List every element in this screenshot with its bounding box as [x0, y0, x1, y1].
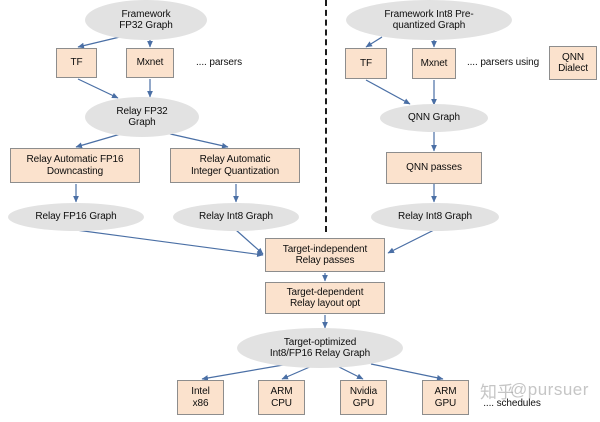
- edge-relay_fp32-to-auto_int8: [165, 132, 229, 149]
- node-label: Target-dependent Relay layout opt: [286, 286, 364, 310]
- edge-target_opt-to-arm_gpu: [370, 363, 444, 381]
- node-label: Nvidia GPU: [349, 386, 378, 409]
- edge-relay_int8_graph_r-to-target_indep: [387, 229, 435, 254]
- edge-tf_left-to-relay_fp32: [77, 78, 119, 99]
- node-relay_int8_graph_l[interactable]: Relay Int8 Graph: [173, 203, 299, 231]
- edge-target_opt-to-arm_cpu: [281, 365, 313, 380]
- node-label: .... parsers: [195, 57, 243, 69]
- node-label: TF: [70, 57, 83, 69]
- node-label: QNN Graph: [408, 112, 460, 124]
- node-parsers_left: .... parsers: [182, 54, 256, 72]
- node-tf_right[interactable]: TF: [345, 48, 387, 79]
- node-label: Relay Automatic Integer Quantization: [190, 154, 280, 177]
- node-label: Relay Int8 Graph: [398, 211, 472, 223]
- node-mxnet_right[interactable]: Mxnet: [412, 48, 456, 79]
- edge-tf_right-to-qnn_graph: [365, 79, 411, 105]
- watermark-handle: @pursuer: [510, 380, 589, 399]
- node-label: Mxnet: [136, 57, 164, 69]
- node-label: QNN passes: [406, 162, 462, 174]
- edge-target_opt-to-intel_x86: [201, 363, 290, 381]
- node-label: Relay Int8 Graph: [199, 211, 273, 223]
- node-label: .... schedules: [483, 398, 541, 410]
- node-label: QNN Dialect: [558, 51, 588, 75]
- node-label: ARM GPU: [434, 386, 457, 409]
- node-relay_fp32[interactable]: Relay FP32 Graph: [85, 97, 199, 137]
- edge-relay_int8_graph_l-to-target_indep: [235, 229, 264, 255]
- node-label: Framework FP32 Graph: [119, 8, 173, 32]
- node-label: Relay FP32 Graph: [116, 105, 168, 129]
- node-schedules: .... schedules: [472, 395, 552, 413]
- node-relay_fp16_graph[interactable]: Relay FP16 Graph: [8, 203, 144, 231]
- node-label: Relay Automatic FP16 Downcasting: [26, 154, 124, 177]
- node-label: Target-independent Relay passes: [282, 243, 368, 267]
- node-auto_fp16[interactable]: Relay Automatic FP16 Downcasting: [10, 148, 140, 183]
- node-qnn_graph[interactable]: QNN Graph: [380, 104, 488, 132]
- node-qnn_dialect[interactable]: QNN Dialect: [549, 46, 597, 80]
- node-label: Target-optimized Int8/FP16 Relay Graph: [269, 336, 371, 360]
- node-fw_int8[interactable]: Framework Int8 Pre- quantized Graph: [346, 0, 512, 40]
- node-arm_cpu[interactable]: ARM CPU: [258, 380, 305, 415]
- node-label: ARM CPU: [270, 386, 293, 409]
- node-target_opt[interactable]: Target-optimized Int8/FP16 Relay Graph: [237, 328, 403, 368]
- section-divider: [325, 0, 327, 232]
- node-intel_x86[interactable]: Intel x86: [177, 380, 224, 415]
- node-arm_gpu[interactable]: ARM GPU: [422, 380, 469, 415]
- node-nvidia_gpu[interactable]: Nvidia GPU: [340, 380, 387, 415]
- edge-relay_fp16_graph-to-target_indep: [75, 229, 264, 258]
- edge-target_opt-to-nvidia_gpu: [336, 365, 364, 380]
- node-label: Framework Int8 Pre- quantized Graph: [384, 8, 474, 32]
- node-target_indep[interactable]: Target-independent Relay passes: [265, 238, 385, 272]
- node-label: Relay FP16 Graph: [35, 211, 117, 223]
- node-label: Intel x86: [191, 386, 210, 409]
- node-label: .... parsers using: [466, 57, 540, 69]
- edge-fw_int8-to-tf_right: [365, 36, 383, 48]
- node-parsers_right: .... parsers using: [457, 54, 549, 72]
- node-label: Mxnet: [420, 57, 448, 69]
- node-relay_int8_graph_r[interactable]: Relay Int8 Graph: [371, 203, 499, 231]
- node-tf_left[interactable]: TF: [56, 48, 97, 78]
- node-fw_fp32[interactable]: Framework FP32 Graph: [85, 0, 207, 40]
- node-mxnet_left[interactable]: Mxnet: [126, 48, 174, 78]
- node-target_dep[interactable]: Target-dependent Relay layout opt: [265, 282, 385, 314]
- node-label: TF: [359, 57, 373, 69]
- watermark-chinese: 知乎: [480, 383, 514, 402]
- node-auto_int8[interactable]: Relay Automatic Integer Quantization: [170, 148, 300, 183]
- node-qnn_passes[interactable]: QNN passes: [386, 152, 482, 184]
